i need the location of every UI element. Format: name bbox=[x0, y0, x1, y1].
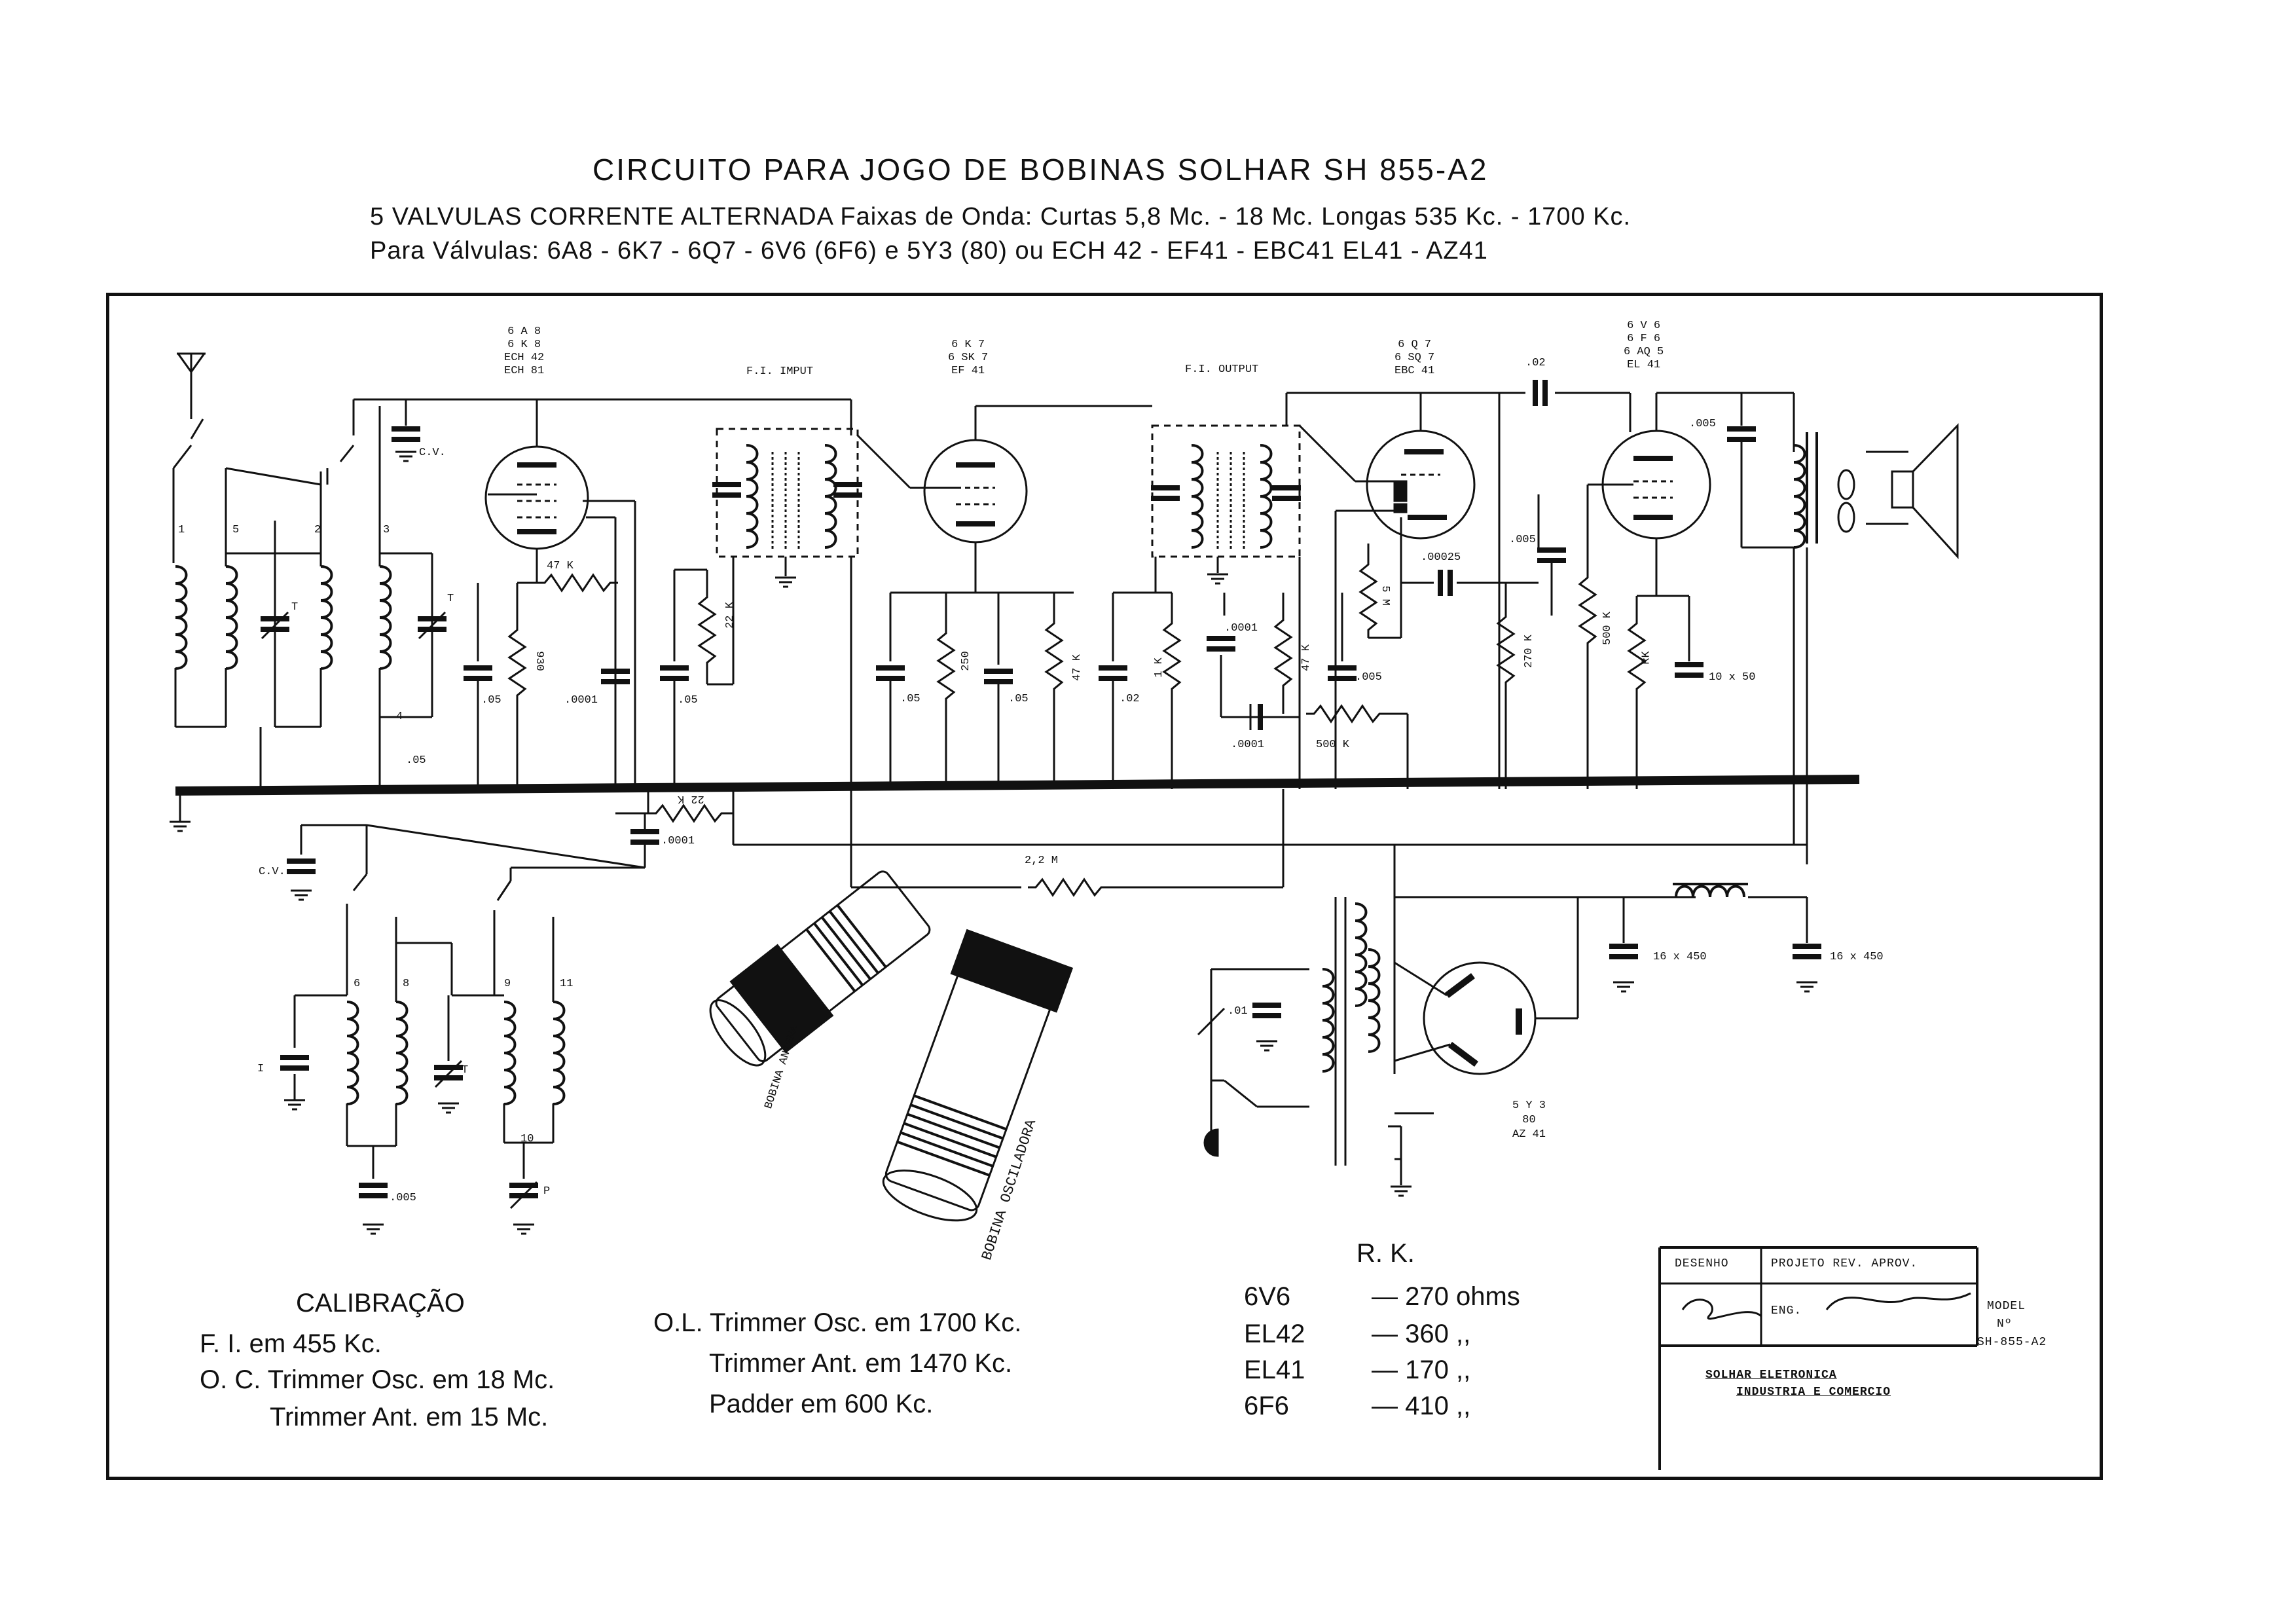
tb-company-sub: INDUSTRIA E COMERCIO bbox=[1736, 1386, 1891, 1399]
rk-label: RK bbox=[1640, 651, 1653, 665]
tb-model-label: MODEL bbox=[1987, 1300, 2026, 1313]
c05e-label: .05 bbox=[406, 754, 426, 767]
c0001a-label: .0001 bbox=[564, 694, 598, 707]
tb-eng: ENG. bbox=[1771, 1304, 1802, 1318]
coil-1-label: 1 bbox=[178, 524, 185, 536]
coil-9-label: 9 bbox=[504, 978, 511, 990]
calibration-line-1: F. I. em 455 Kc. bbox=[200, 1329, 382, 1358]
fi-output-label: F.I. OUTPUT bbox=[1185, 363, 1259, 376]
rk-tube-4: 6F6 bbox=[1244, 1392, 1289, 1420]
trimmer-t2-label: T bbox=[447, 593, 454, 605]
rk-tube-3: EL41 bbox=[1244, 1356, 1305, 1384]
tb-model-number: SH-855-A2 bbox=[1977, 1336, 2047, 1349]
c16x450b-label: 16 x 450 bbox=[1830, 951, 1884, 963]
c0001d-label: .0001 bbox=[661, 835, 695, 847]
diagram-title: CIRCUITO PARA JOGO DE BOBINAS SOLHAR SH … bbox=[592, 153, 1489, 187]
rk-value-1: — 270 ohms bbox=[1372, 1282, 1520, 1311]
padder-label: P bbox=[543, 1185, 551, 1198]
c02b-label: .02 bbox=[1525, 357, 1546, 369]
rk-heading: R. K. bbox=[1357, 1239, 1415, 1268]
rk-value-2: — 360 ,, bbox=[1372, 1320, 1471, 1348]
r47k-label: 47 K bbox=[547, 560, 574, 572]
r250-label: 250 bbox=[959, 651, 972, 671]
fi-input-label: F.I. IMPUT bbox=[746, 365, 814, 378]
trimmer-i-label: I bbox=[257, 1063, 264, 1075]
tb-no-label: Nº bbox=[1997, 1318, 2013, 1331]
rk-tube-1: 6V6 bbox=[1244, 1282, 1291, 1311]
trimmer-t1-label: T bbox=[291, 601, 299, 614]
r5m-label: 5 M bbox=[1378, 585, 1391, 606]
r22k-label: 22 K bbox=[723, 602, 737, 629]
coil-11-label: 11 bbox=[560, 978, 574, 990]
c02a-label: .02 bbox=[1120, 693, 1140, 705]
r47k-b-label: 47 K bbox=[1070, 654, 1084, 681]
tb-company: SOLHAR ELETRONICA bbox=[1705, 1369, 1837, 1382]
c00025-label: .00025 bbox=[1421, 551, 1461, 564]
c05d-label: .05 bbox=[1008, 693, 1029, 705]
r930-label: 930 bbox=[532, 651, 545, 671]
schematic-frame bbox=[106, 293, 2103, 1480]
calibration-line-4: O.L. Trimmer Osc. em 1700 Kc. bbox=[653, 1308, 1022, 1337]
rk-tube-2: EL42 bbox=[1244, 1320, 1305, 1348]
calibration-heading: CALIBRAÇÃO bbox=[296, 1289, 465, 1318]
cv-bottom-label: C.V. bbox=[259, 866, 285, 878]
c005a-label: .005 bbox=[1355, 671, 1382, 684]
r270k-label: 270 K bbox=[1523, 634, 1536, 669]
c01-label: .01 bbox=[1228, 1005, 1248, 1018]
c0001b-label: .0001 bbox=[1224, 622, 1258, 635]
calibration-line-3: Trimmer Ant. em 15 Mc. bbox=[270, 1403, 549, 1431]
c05c-label: .05 bbox=[900, 693, 920, 705]
trimmer-t3-label: T bbox=[462, 1064, 469, 1077]
rk-value-3: — 170 ,, bbox=[1372, 1356, 1471, 1384]
coil-8-label: 8 bbox=[403, 978, 410, 990]
r22k-b-label: 22 K bbox=[678, 792, 704, 805]
rk-value-4: — 410 ,, bbox=[1372, 1392, 1471, 1420]
coil-6-label: 6 bbox=[354, 978, 361, 990]
coil-5-label: 5 bbox=[232, 524, 240, 536]
c16x450a-label: 16 x 450 bbox=[1653, 951, 1707, 963]
c10x50-label: 10 x 50 bbox=[1709, 671, 1756, 684]
c005c-label: .005 bbox=[1689, 418, 1716, 430]
calibration-line-2: O. C. Trimmer Osc. em 18 Mc. bbox=[200, 1365, 555, 1394]
coil-2-label: 2 bbox=[314, 524, 321, 536]
calibration-line-5: Trimmer Ant. em 1470 Kc. bbox=[709, 1349, 1013, 1378]
tb-projeto: PROJETO REV. APROV. bbox=[1771, 1257, 1918, 1270]
c05b-label: .05 bbox=[678, 694, 698, 707]
c005b-label: .005 bbox=[1509, 534, 1536, 546]
r500k-label: 500 K bbox=[1601, 611, 1614, 646]
cv-top-label: C.V. bbox=[419, 447, 446, 459]
c05a-label: .05 bbox=[481, 694, 501, 707]
diagram-subtitle-1: 5 VALVULAS CORRENTE ALTERNADA Faixas de … bbox=[370, 203, 1631, 231]
tb-desenho: DESENHO bbox=[1675, 1257, 1729, 1270]
c005d-label: .005 bbox=[390, 1192, 416, 1204]
r1k-label: 1 K bbox=[1152, 657, 1165, 678]
diagram-subtitle-2: Para Válvulas: 6A8 - 6K7 - 6Q7 - 6V6 (6F… bbox=[370, 237, 1488, 265]
coil-4-label: 4 bbox=[396, 710, 403, 723]
r47k-c-label: 47 K bbox=[1300, 644, 1313, 671]
coil-3-label: 3 bbox=[383, 524, 390, 536]
r500k-b-label: 500 K bbox=[1316, 739, 1350, 751]
calibration-line-6: Padder em 600 Kc. bbox=[709, 1390, 934, 1418]
r22m-label: 2,2 M bbox=[1025, 855, 1059, 867]
c0001c-label: .0001 bbox=[1231, 739, 1265, 751]
coil-10-label: 10 bbox=[520, 1133, 534, 1145]
